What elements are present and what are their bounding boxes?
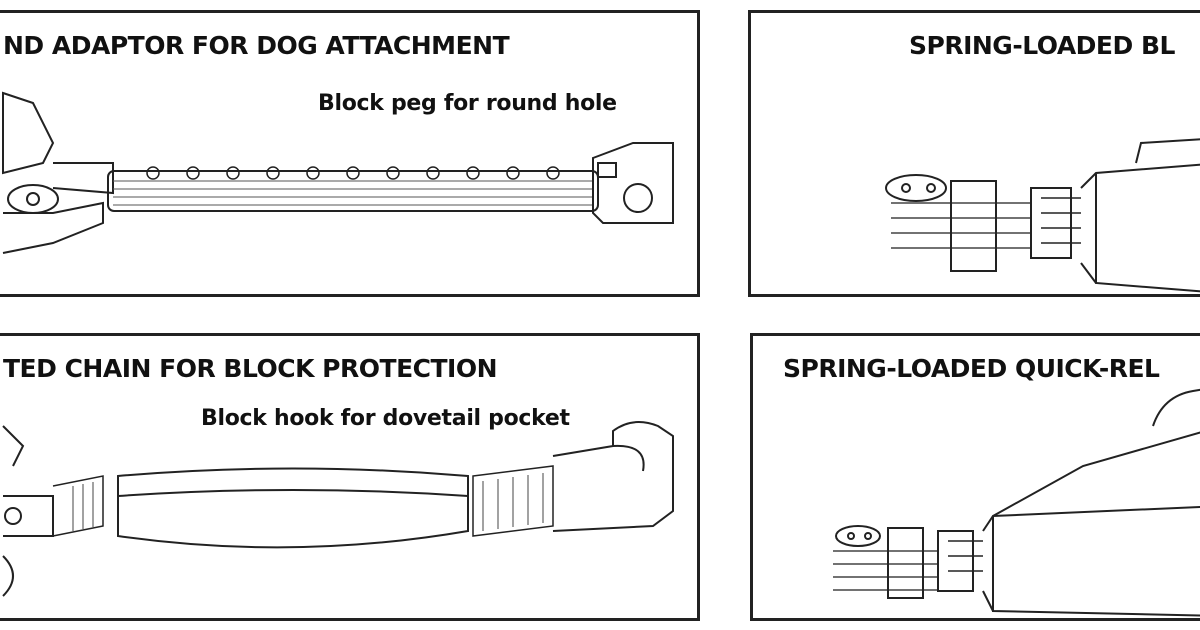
panel-dog-attachment-adaptor: ND ADAPTOR FOR DOG ATTACHMENT Block peg … xyxy=(0,10,700,297)
panel-title: ND ADAPTOR FOR DOG ATTACHMENT xyxy=(3,31,510,60)
chain-with-block-peg-illustration xyxy=(2,91,674,254)
panel-caption: Block peg for round hole xyxy=(318,91,617,116)
panel-spring-loaded-quick-release: SPRING-LOADED QUICK-REL xyxy=(750,333,1200,621)
spring-loaded-quick-release-illustration xyxy=(833,388,1200,617)
panel-title: SPRING-LOADED QUICK-REL xyxy=(783,354,1160,383)
panel-title: TED CHAIN FOR BLOCK PROTECTION xyxy=(3,354,498,383)
panel-spring-loaded-block: SPRING-LOADED BL xyxy=(748,10,1200,297)
chain-with-block-hook-illustration xyxy=(2,421,674,597)
panel-title: SPRING-LOADED BL xyxy=(909,31,1175,60)
spring-loaded-block-illustration xyxy=(885,138,1200,293)
panel-block-protection-chain: TED CHAIN FOR BLOCK PROTECTION Block hoo… xyxy=(0,333,700,621)
panel-caption: Block hook for dovetail pocket xyxy=(201,406,570,431)
